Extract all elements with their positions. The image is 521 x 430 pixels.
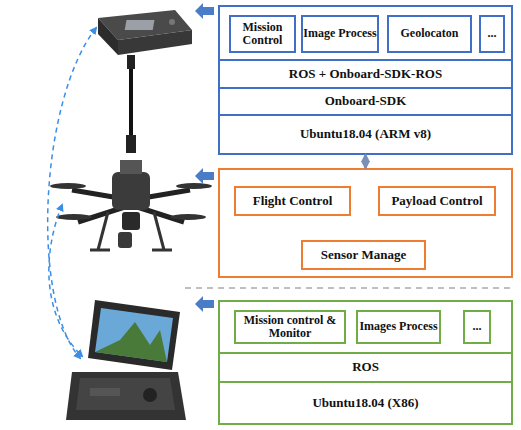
wireless-link bbox=[48, 28, 96, 358]
module-box: Mission Control bbox=[229, 15, 296, 53]
module-box: Payload Control bbox=[378, 186, 496, 216]
node-label: Payload Control bbox=[391, 194, 482, 208]
cable bbox=[126, 55, 136, 153]
layer-band: Ubuntu18.04 (X86) bbox=[220, 381, 511, 423]
module-box: Images Process bbox=[356, 310, 441, 344]
layer-band: Onboard-SDK bbox=[220, 87, 511, 114]
node-label: Mission control & Monitor bbox=[236, 314, 344, 340]
node-label: Images Process bbox=[359, 320, 437, 333]
node-label: Mission Control bbox=[231, 21, 294, 47]
node-label: ... bbox=[473, 320, 482, 333]
node-label: Onboard-SDK bbox=[325, 94, 407, 108]
layer-box: Flight Control Payload ControlSensor Mana… bbox=[218, 168, 513, 278]
node-label: ROS + Onboard-SDK-ROS bbox=[289, 67, 442, 81]
pointer-arrow bbox=[195, 3, 214, 312]
module-box: Geolocaton bbox=[387, 15, 472, 53]
ground-station bbox=[66, 300, 186, 420]
node-label: Sensor Manage bbox=[321, 248, 406, 262]
module-box: Mission control & Monitor bbox=[234, 310, 346, 344]
node-label: Ubuntu18.04 (ARM v8) bbox=[300, 127, 431, 141]
module-box: Flight Control bbox=[234, 186, 351, 216]
node-label: Ubuntu18.04 (X86) bbox=[312, 396, 418, 410]
wireless-link bbox=[49, 205, 82, 356]
node-label: Geolocaton bbox=[401, 27, 459, 40]
module-box: ... bbox=[463, 310, 491, 344]
layer-box: Mission Control Image Process Geolocaton..… bbox=[218, 5, 513, 155]
node-label: Image Process bbox=[303, 27, 376, 40]
module-box: ... bbox=[479, 15, 505, 53]
node-label: Flight Control bbox=[253, 194, 333, 208]
node-label: ROS bbox=[352, 360, 379, 374]
layer-band: Ubuntu18.04 (ARM v8) bbox=[220, 114, 511, 153]
layer-box: Mission control & Monitor Images Process.… bbox=[218, 300, 513, 425]
drone bbox=[50, 160, 212, 250]
layer-band: ROS bbox=[220, 352, 511, 381]
connector-arrow bbox=[364, 155, 367, 168]
node-label: ... bbox=[488, 27, 497, 40]
module-box: Sensor Manage bbox=[301, 240, 426, 270]
module-box: Image Process bbox=[301, 15, 379, 53]
onboard-computer bbox=[98, 10, 192, 55]
layer-band: ROS + Onboard-SDK-ROS bbox=[220, 59, 511, 87]
divider-line bbox=[185, 287, 513, 289]
